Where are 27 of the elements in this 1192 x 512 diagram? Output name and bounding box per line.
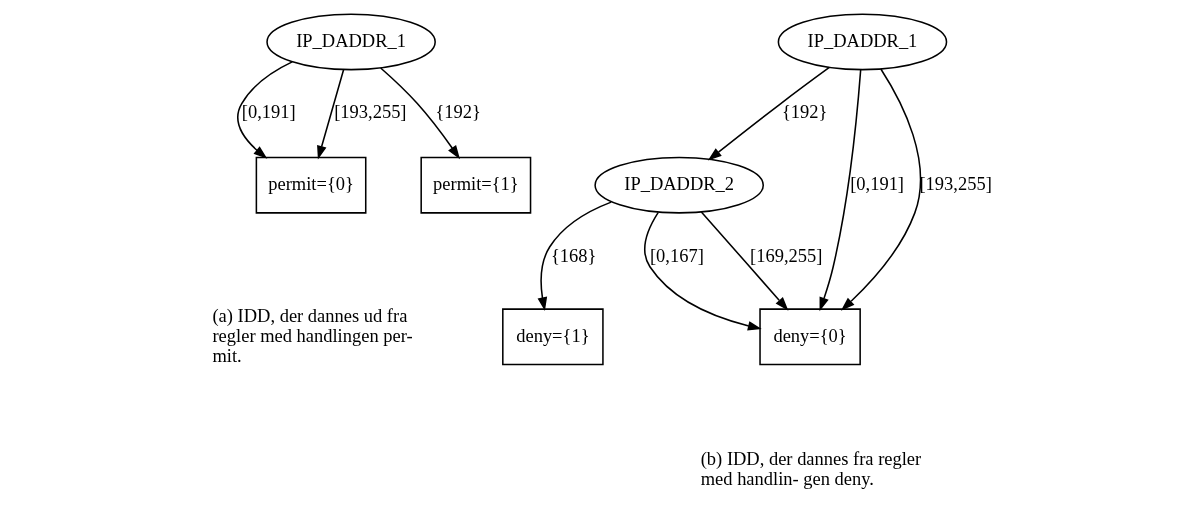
arrow <box>379 67 460 160</box>
node-ellipse: IP_DADDR_2 <box>594 156 764 214</box>
edge-label: {192} <box>781 102 828 123</box>
node-box: permit={1} <box>420 156 532 214</box>
arrow <box>644 211 762 331</box>
edge-label: [0,191] <box>241 102 296 123</box>
edge-label: [169,255] <box>750 245 823 266</box>
arrow <box>707 66 831 161</box>
arrow <box>537 201 612 312</box>
edge-label: [0,191] <box>850 173 905 194</box>
node-box: deny={1} <box>502 308 604 366</box>
edge-label: [193,255] <box>919 173 992 194</box>
arrow <box>700 211 789 311</box>
node-box: permit={0} <box>255 156 367 214</box>
edge-label: [0,167] <box>649 245 704 266</box>
edge-label: {192} <box>435 102 481 123</box>
label: (b) IDD, der dannes fra regler med handlin- gen deny. <box>700 448 922 489</box>
label: (a) IDD, der dannes ud fra regler med handlingen per- mit. <box>212 305 413 366</box>
edge-label: {168} <box>550 245 597 266</box>
node-ellipse: IP_DADDR_1 <box>266 13 436 71</box>
arrow <box>317 69 345 160</box>
arrow <box>819 69 862 312</box>
node-ellipse: IP_DADDR_1 <box>777 13 948 71</box>
node-box: deny={0} <box>759 308 861 366</box>
arrow <box>237 61 293 159</box>
edge-label: [193,255] <box>334 102 407 123</box>
arrow <box>840 68 922 311</box>
